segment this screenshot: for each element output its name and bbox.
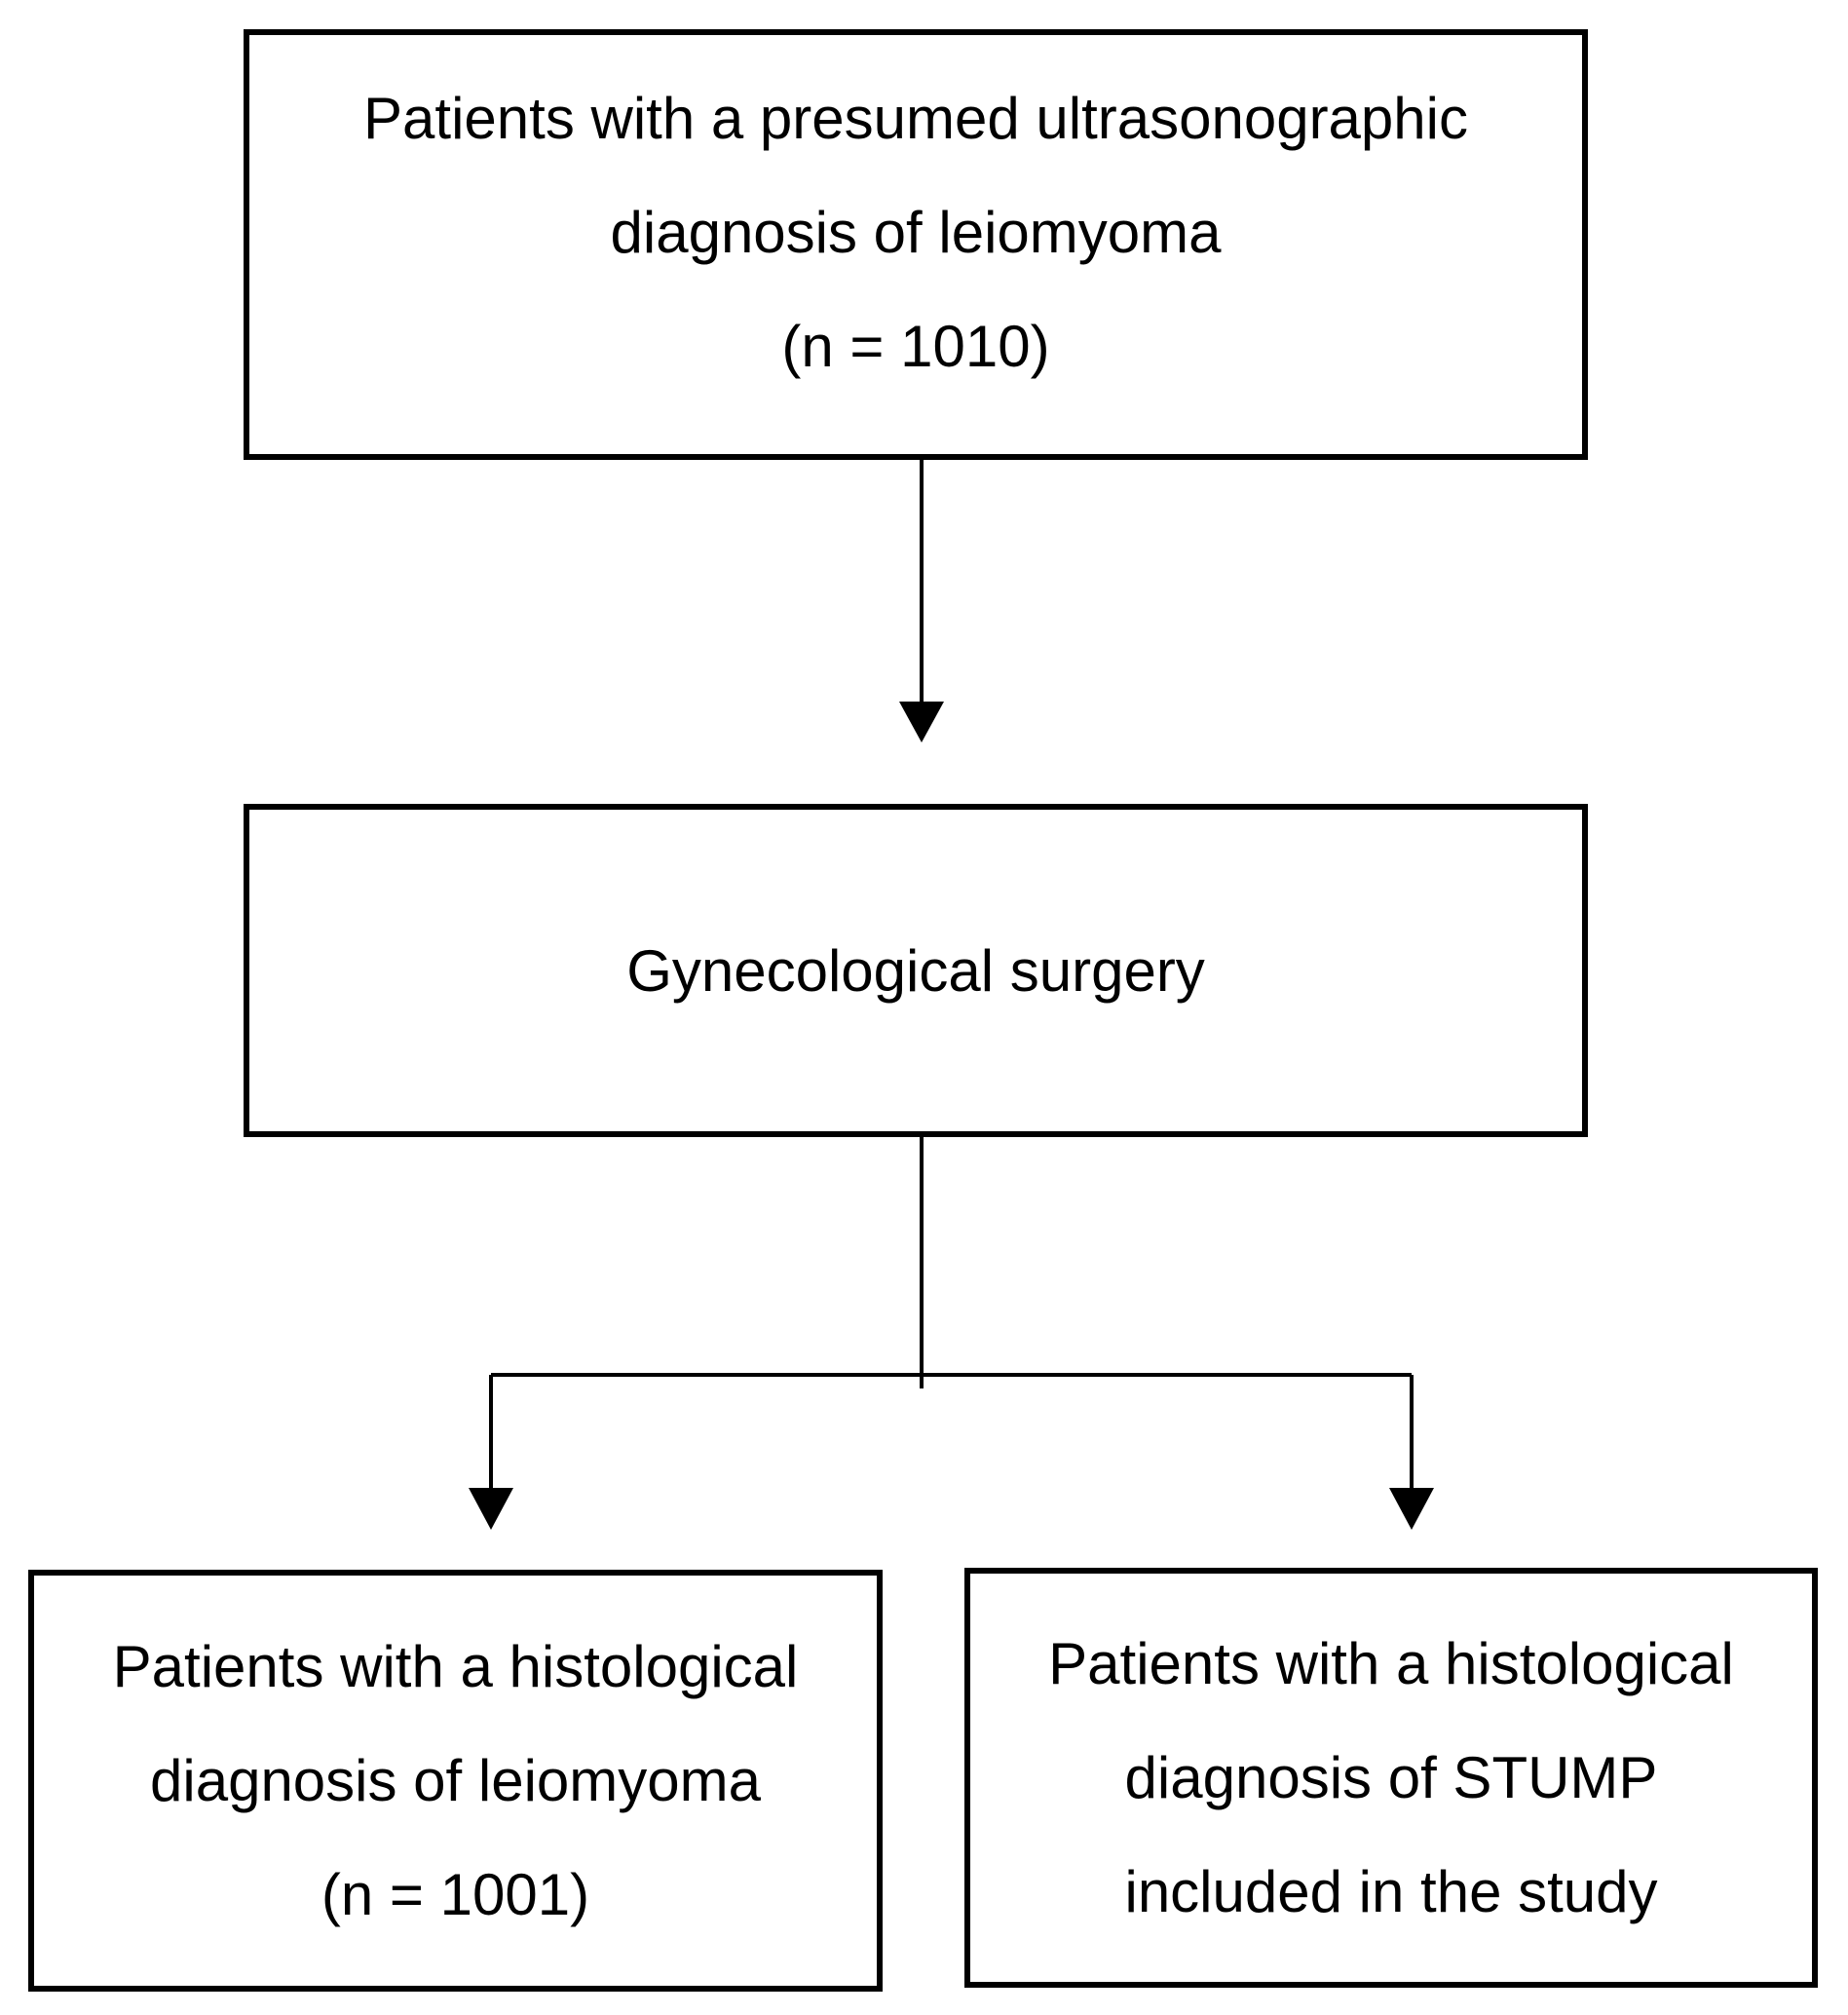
node-text-line: diagnosis of leiomyoma [150,1748,761,1813]
node-histological-diagnosis-stump: Patients with a histological diagnosis o… [964,1568,1818,1988]
node-text-line: Patients with a presumed ultrasonographi… [363,85,1468,151]
node-text-line: Patients with a histological [1048,1631,1734,1696]
node-text-line: Patients with a histological [112,1634,799,1699]
node-histological-diagnosis-leiomyoma: Patients with a histological diagnosis o… [28,1570,883,1992]
node-text-line: diagnosis of leiomyoma [610,199,1222,265]
node-text-line: diagnosis of STUMP [1124,1745,1658,1810]
arrowhead-down-icon [469,1488,513,1530]
node-presumed-ultrasonographic-diagnosis: Patients with a presumed ultrasonographi… [244,29,1588,460]
arrowhead-down-icon [1389,1488,1434,1530]
node-text-line: (n = 1001) [321,1862,590,1927]
node-text-line: included in the study [1124,1859,1658,1924]
node-gynecological-surgery: Gynecological surgery [244,804,1588,1137]
node-text-line: Gynecological surgery [626,937,1205,1004]
node-text-line: (n = 1010) [781,313,1050,379]
arrowhead-down-icon [899,702,944,742]
